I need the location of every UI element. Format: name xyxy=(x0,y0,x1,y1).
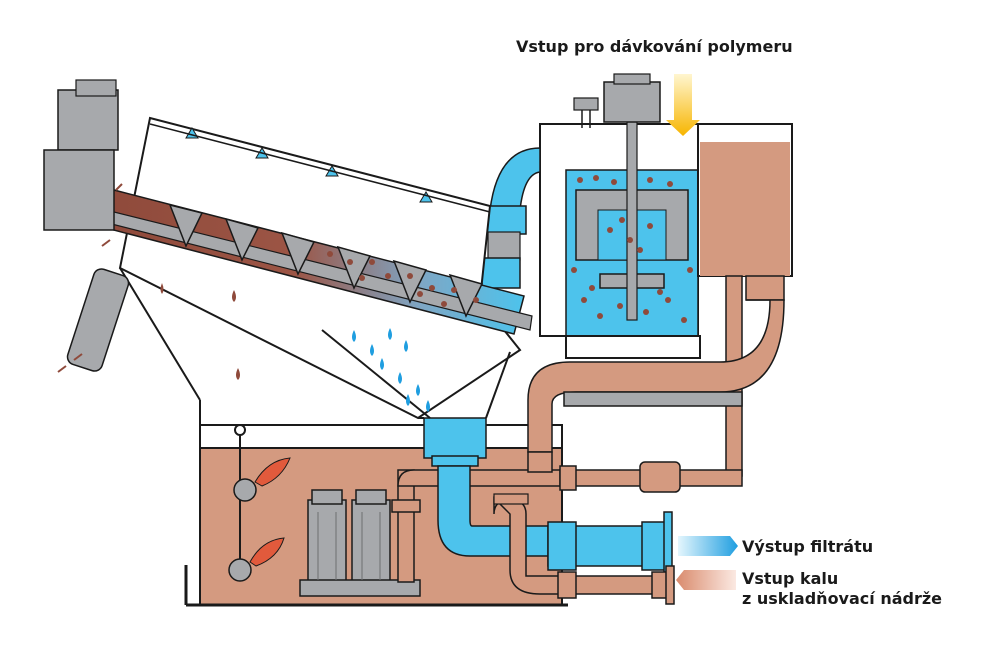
filtrate-drain xyxy=(423,417,673,581)
sludge-arrow-icon xyxy=(676,570,736,590)
sludge-inlet-label-line1: Vstup kalu xyxy=(742,569,839,588)
sludge-inlet-label-line2: z uskladňovací nádrže xyxy=(742,589,943,608)
sludge-cake-discharge xyxy=(57,183,240,380)
sludge-inlet-pipe xyxy=(493,493,675,605)
screw-press xyxy=(87,116,533,425)
flocculation-tank xyxy=(527,73,793,493)
level-float-switch xyxy=(228,424,291,582)
filtrate-arrow-icon xyxy=(678,536,738,556)
submersible-pumps xyxy=(299,489,421,597)
filtrate-drops xyxy=(352,328,430,412)
drive-motor xyxy=(43,79,130,372)
filtrate-outlet-label: Výstup filtrátu xyxy=(742,537,874,556)
polymer-arrow-icon xyxy=(666,74,700,136)
polymer-inlet-label: Vstup pro dávkování polymeru xyxy=(516,37,793,56)
